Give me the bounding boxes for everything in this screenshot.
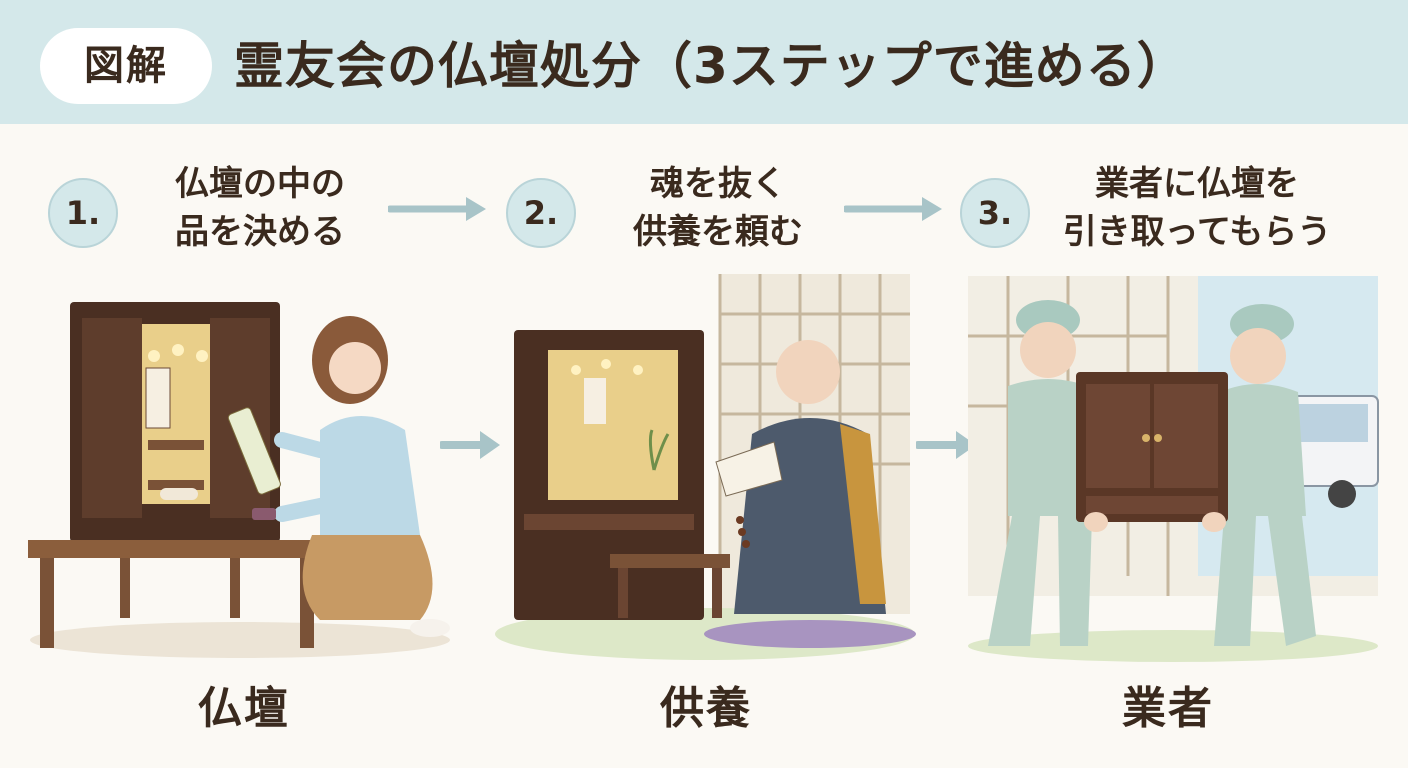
step-1-number: 1. <box>48 178 118 248</box>
page-title: 霊友会の仏壇処分（3ステップで進める） <box>234 37 1188 95</box>
butsudan-illustration <box>28 302 450 658</box>
step-2-text: 魂を抜く 供養を頼む <box>633 164 803 252</box>
arrow-right-icon <box>388 197 486 221</box>
movers-carrying-illustration <box>968 276 1379 662</box>
arrow-right-icon <box>916 431 976 459</box>
diagram-badge: 図解 <box>40 28 212 104</box>
step-1-text: 仏壇の中の 品を決める <box>175 164 345 252</box>
header-band: 図解 霊友会の仏壇処分（3ステップで進める） <box>0 0 1408 124</box>
step-3-text: 業者に仏壇を 引き取ってもらう <box>1062 164 1332 252</box>
monk-prayer-illustration <box>495 274 916 660</box>
caption-step-2: 供養 <box>660 683 752 734</box>
arrow-right-icon <box>844 197 942 221</box>
caption-step-1: 仏壇 <box>198 683 290 734</box>
arrow-right-icon <box>440 431 500 459</box>
step-2-number: 2. <box>506 178 576 248</box>
caption-step-3: 業者 <box>1122 683 1214 734</box>
step-3-number: 3. <box>960 178 1030 248</box>
